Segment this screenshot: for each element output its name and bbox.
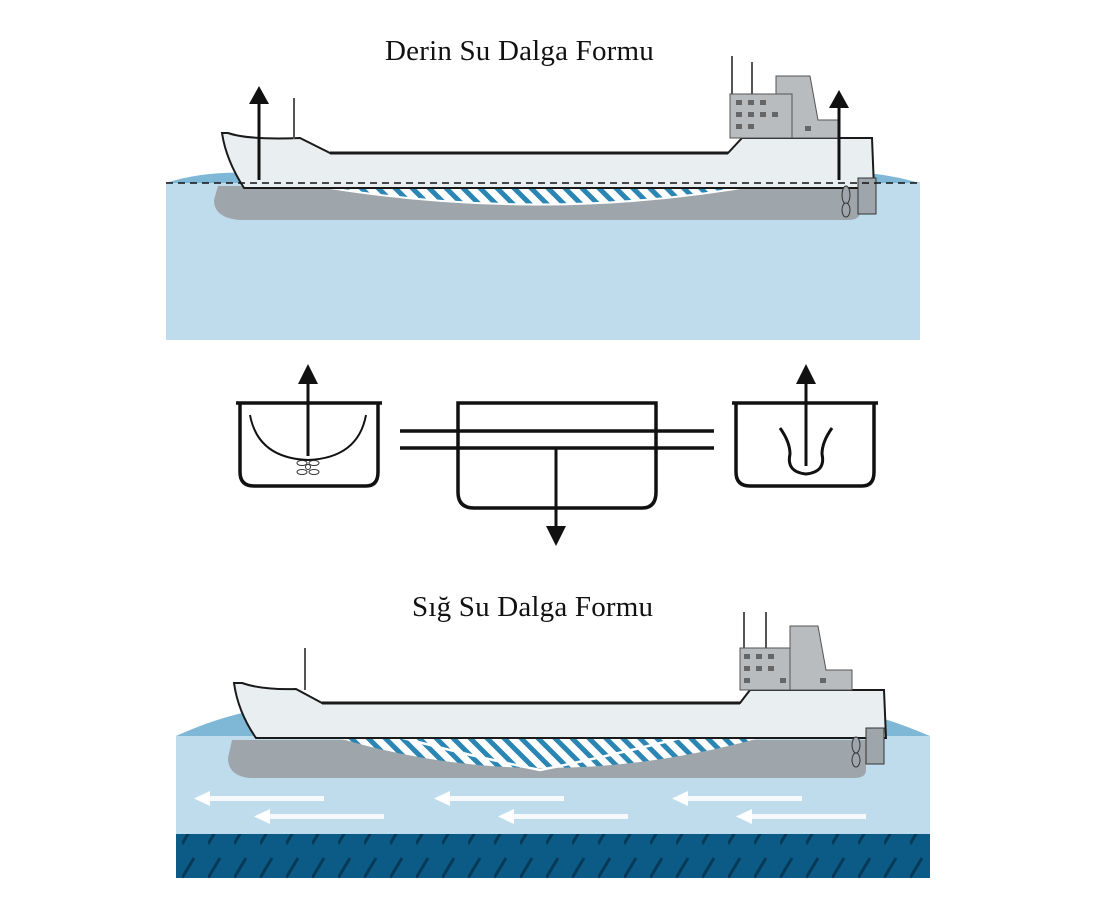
arrow-left-icon xyxy=(254,809,384,824)
deep-ship-hull xyxy=(220,132,876,189)
stern-cross-section xyxy=(732,364,878,488)
deep-water-title: Derin Su Dalga Formu xyxy=(385,35,654,67)
arrow-left-icon xyxy=(434,791,564,806)
deep-water-panel xyxy=(166,56,920,340)
bow-cross-section xyxy=(236,364,382,488)
shallow-propeller-icon xyxy=(851,736,861,768)
arrow-up-icon xyxy=(249,86,269,180)
arrow-up-icon xyxy=(829,90,849,180)
shallow-water-panel xyxy=(176,612,930,878)
arrow-left-icon xyxy=(672,791,802,806)
propeller-icon xyxy=(296,460,320,475)
shallow-water-title: Sığ Su Dalga Formu xyxy=(412,591,654,623)
midship-cross-section xyxy=(400,401,714,546)
arrow-left-icon xyxy=(498,809,628,824)
arrow-left-icon xyxy=(194,791,324,806)
deep-rudder xyxy=(857,177,877,215)
deep-propeller-icon xyxy=(841,185,851,218)
deep-superstructure xyxy=(729,56,841,139)
shallow-rudder xyxy=(865,727,885,765)
seabed xyxy=(176,834,930,878)
arrow-left-icon xyxy=(736,809,866,824)
return-current-arrows xyxy=(194,791,866,824)
arrow-down-icon xyxy=(546,526,566,546)
cross-sections xyxy=(236,364,878,546)
shallow-superstructure xyxy=(739,612,853,691)
shallow-ship-hull xyxy=(232,682,888,739)
